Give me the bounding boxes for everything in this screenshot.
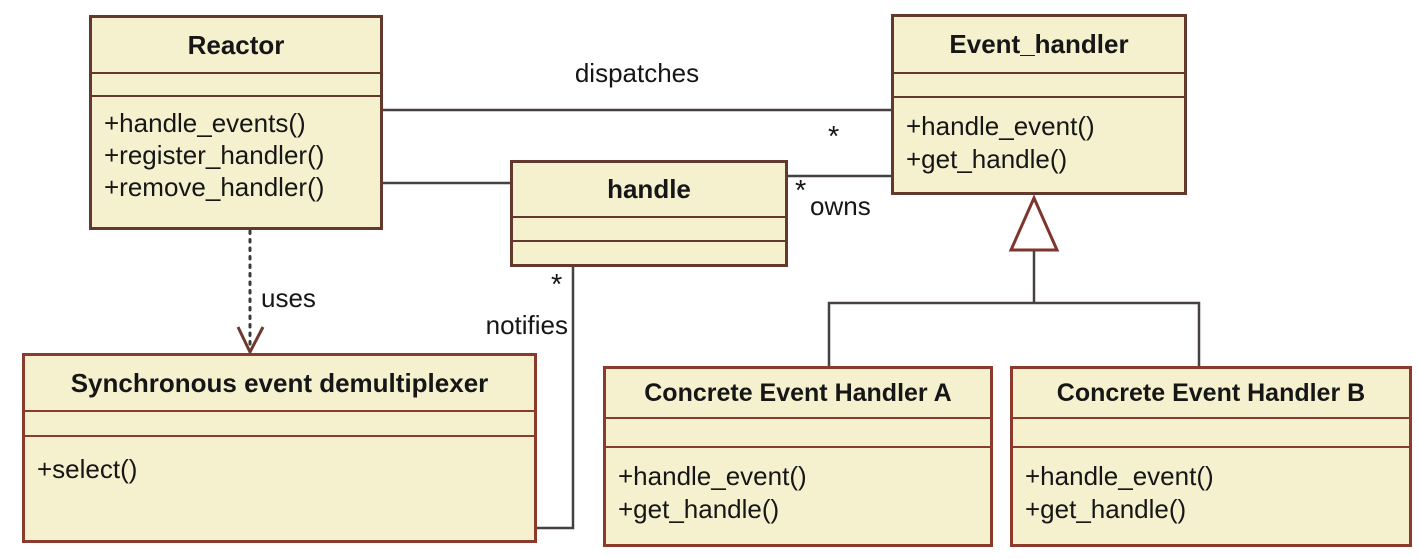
class-demux-title: Synchronous event demultiplexer [70, 367, 489, 398]
class-event-handler: Event_handler +handle_event() +get_handl… [891, 14, 1187, 195]
class-synchronous-event-demultiplexer: Synchronous event demultiplexer +select(… [22, 353, 537, 543]
class-method: +get_handle() [906, 144, 1068, 174]
class-event-handler-methods: +handle_event() +get_handle() [894, 98, 1184, 192]
uses-arrowhead-icon [236, 326, 265, 356]
class-method: +remove_handler() [104, 172, 325, 202]
class-demux-attributes-empty [25, 410, 534, 437]
class-concrete-a-title: Concrete Event Handler A [644, 378, 952, 407]
notifies-label: notifies [485, 310, 568, 340]
owns-multiplicity: * [795, 175, 807, 207]
uses-label: uses [261, 283, 316, 313]
class-concrete-a-methods: +handle_event() +get_handle() [606, 448, 990, 544]
class-reactor: Reactor +handle_events() +register_handl… [89, 15, 383, 230]
dispatches-multiplicity: * [828, 121, 840, 153]
class-concrete-b-title: Concrete Event Handler B [1056, 378, 1366, 407]
class-method: +handle_event() [1025, 461, 1214, 491]
class-handle-methods-empty [513, 242, 785, 264]
class-demux-methods: +select() [25, 437, 534, 540]
class-event-handler-attributes-empty [894, 72, 1184, 98]
class-method: +get_handle() [618, 494, 780, 524]
owns-label: owns [810, 191, 871, 221]
class-handle: handle [510, 160, 788, 267]
class-method: +handle_events() [104, 108, 306, 138]
class-handle-attributes-empty [513, 216, 785, 242]
class-reactor-title: Reactor [187, 29, 285, 60]
class-method: +get_handle() [1025, 494, 1187, 524]
notifies-multiplicity: * [551, 269, 563, 301]
class-concrete-event-handler-b: Concrete Event Handler B +handle_event()… [1010, 366, 1412, 547]
class-event-handler-title: Event_handler [949, 29, 1129, 59]
class-method: +handle_event() [618, 461, 807, 491]
notifies-association-line [537, 267, 575, 530]
generalization-branch-line [827, 301, 1201, 366]
class-reactor-methods: +handle_events() +register_handler() +re… [92, 97, 380, 227]
class-method: +select() [37, 454, 138, 484]
class-reactor-attributes-empty [92, 72, 380, 97]
class-handle-title: handle [607, 174, 691, 204]
class-concrete-b-attributes-empty [1013, 417, 1409, 448]
inheritance-triangle-icon [1008, 194, 1060, 252]
class-concrete-b-methods: +handle_event() +get_handle() [1013, 448, 1409, 544]
class-concrete-event-handler-a: Concrete Event Handler A +handle_event()… [603, 366, 993, 547]
class-method: +handle_event() [906, 111, 1095, 141]
class-concrete-a-attributes-empty [606, 417, 990, 448]
class-method: +register_handler() [104, 140, 325, 170]
dispatches-label: dispatches [574, 58, 700, 88]
